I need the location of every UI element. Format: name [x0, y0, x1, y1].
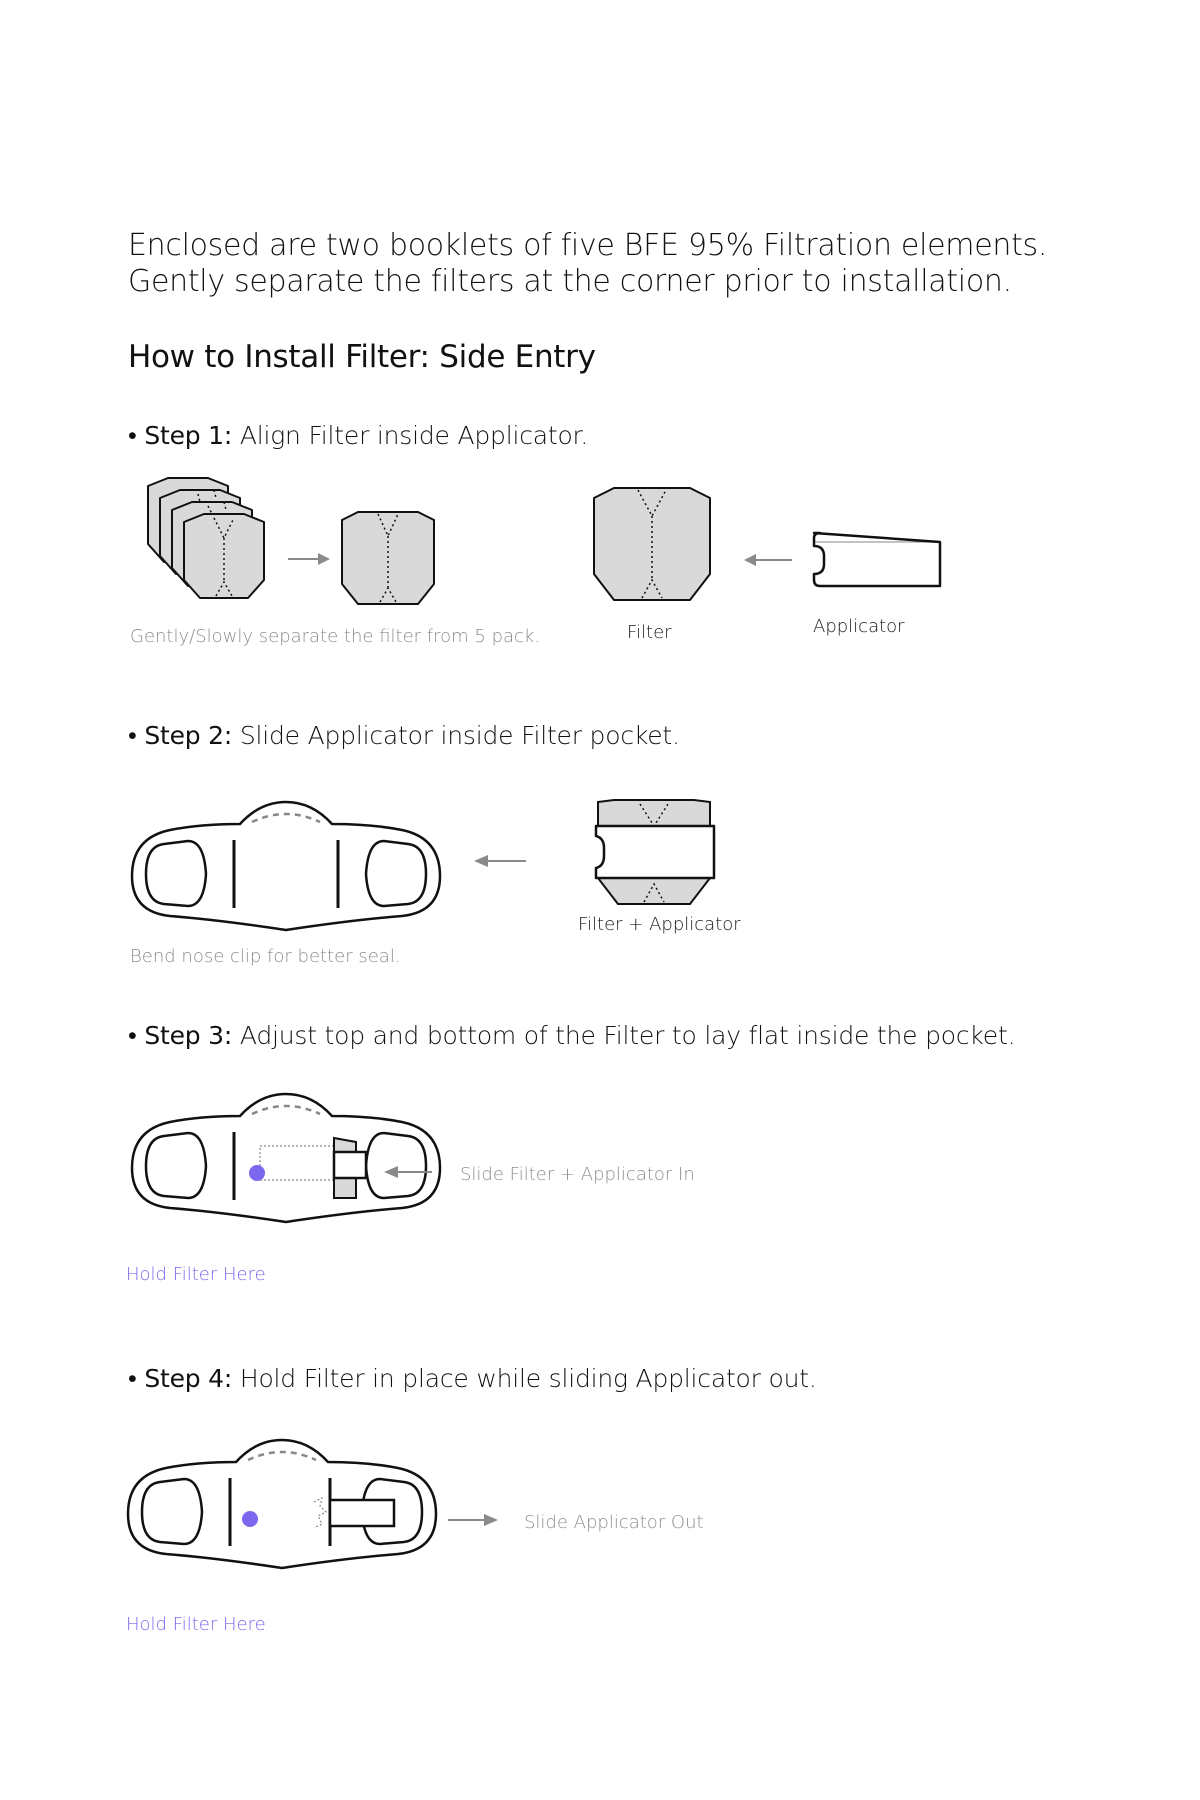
filter-applicator-icon: [594, 799, 716, 905]
step-2-label: Step 2:: [144, 721, 233, 750]
mask-icon: [126, 1438, 438, 1570]
filter-label: Filter: [627, 622, 672, 643]
arrow-left-icon: [384, 1166, 432, 1178]
page-title: How to Install Filter: Side Entry: [128, 339, 596, 375]
arrow-right-icon: [448, 1514, 498, 1526]
mask-icon: [130, 1092, 442, 1224]
step-4-hold-label: Hold Filter Here: [126, 1614, 266, 1635]
step-3-label: Step 3:: [144, 1021, 233, 1050]
step-3-title: • Step 3: Adjust top and bottom of the F…: [128, 1020, 1016, 1052]
step-4-bullet: •: [128, 1364, 137, 1393]
step-3-text: Adjust top and bottom of the Filter to l…: [232, 1021, 1016, 1050]
intro-text: Enclosed are two booklets of five BFE 95…: [128, 228, 1047, 300]
filter-icon: [593, 487, 711, 601]
step-2-text: Slide Applicator inside Filter pocket.: [232, 721, 680, 750]
step-1-bullet: •: [128, 421, 137, 450]
step-3-hold-label: Hold Filter Here: [126, 1264, 266, 1285]
mask-icon: [130, 800, 442, 932]
step-4-label: Step 4:: [144, 1364, 233, 1393]
step-2-title: • Step 2: Slide Applicator inside Filter…: [128, 720, 680, 752]
intro-line-2: Gently separate the filters at the corne…: [128, 264, 1012, 299]
step-3-bullet: •: [128, 1021, 137, 1050]
step-1-title: • Step 1: Align Filter inside Applicator…: [128, 420, 588, 452]
applicator-label: Applicator: [813, 616, 905, 637]
nose-clip-caption: Bend nose clip for better seal.: [130, 946, 401, 967]
filter-icon: [341, 511, 435, 605]
hold-dot-icon: [249, 1165, 265, 1181]
step-4-title: • Step 4: Hold Filter in place while sli…: [128, 1363, 817, 1395]
step-1-separate-caption: Gently/Slowly separate the filter from 5…: [130, 626, 541, 647]
step-1-label: Step 1:: [144, 421, 233, 450]
step-4-text: Hold Filter in place while sliding Appli…: [232, 1364, 817, 1393]
step-2-bullet: •: [128, 721, 137, 750]
arrow-right-icon: [288, 553, 330, 565]
hold-dot-icon: [242, 1511, 258, 1527]
slide-in-caption: Slide Filter + Applicator In: [460, 1164, 695, 1185]
arrow-left-icon: [744, 554, 792, 566]
filter-applicator-label: Filter + Applicator: [578, 914, 741, 935]
arrow-left-icon: [474, 855, 526, 867]
filter-stack-icon: [147, 477, 265, 599]
step-1-text: Align Filter inside Applicator.: [232, 421, 589, 450]
intro-line-1: Enclosed are two booklets of five BFE 95…: [128, 228, 1048, 263]
applicator-icon: [812, 531, 942, 588]
slide-out-caption: Slide Applicator Out: [524, 1512, 704, 1533]
